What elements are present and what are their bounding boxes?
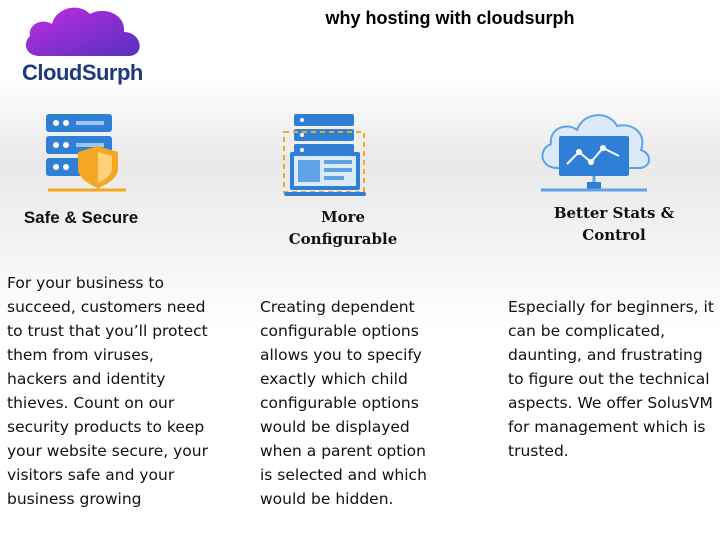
brand-logo: CloudSurph — [18, 0, 153, 92]
feature-title-more-configurable: More Configurable — [288, 208, 398, 248]
page-title: why hosting with cloudsurph — [325, 8, 575, 28]
feature-title-better-stats: Better Stats & Control — [553, 204, 675, 244]
cloud-stats-icon — [535, 100, 655, 200]
feature-body-safe-secure: For your business to succeed, customers … — [7, 274, 208, 508]
secure-server-shield-icon — [42, 110, 132, 200]
brand-name: CloudSurph — [22, 60, 143, 85]
feature-body-more-configurable: Creating dependent configurable options … — [260, 298, 427, 508]
cloud-logo-icon — [25, 7, 140, 56]
feature-body-better-stats: Especially for beginners, it can be comp… — [508, 298, 714, 460]
feature-title-safe-secure: Safe & Secure — [23, 208, 139, 227]
server-monitor-icon — [280, 110, 370, 200]
